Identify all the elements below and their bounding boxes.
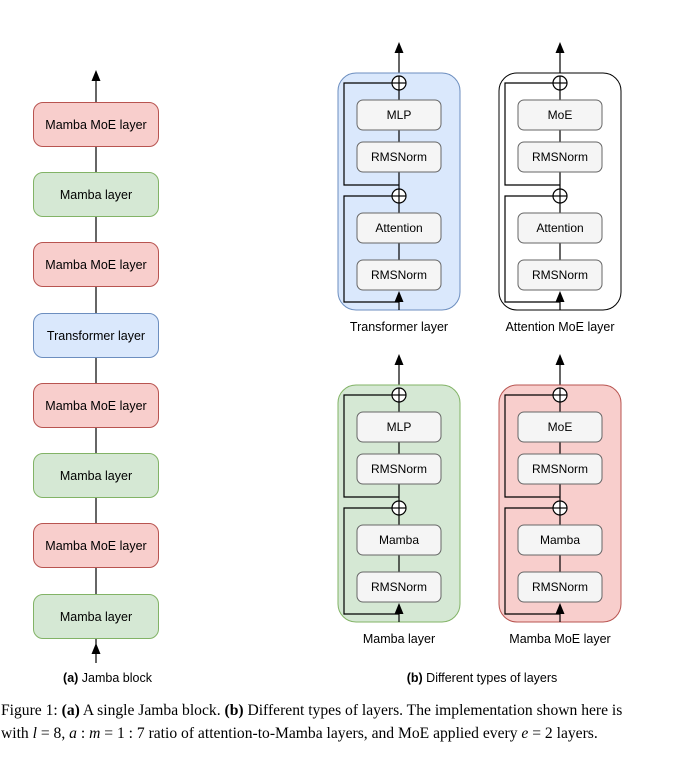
- layer-label: Mamba MoE layer: [45, 257, 147, 272]
- output-arrow-icon: [91, 70, 101, 81]
- ffn-rmsnorm-label: RMSNorm: [371, 462, 427, 476]
- output-arrow-icon: [555, 42, 565, 53]
- upper-skip-connection-line: [343, 394, 399, 498]
- output-arrow-icon: [555, 354, 565, 365]
- ffn-rmsnorm-box: [517, 141, 603, 173]
- mixer-box: [356, 524, 442, 556]
- panel-a-caption-text: Jamba block: [78, 671, 152, 685]
- ffn-box: [517, 99, 603, 131]
- layer-label: Mamba layer: [59, 468, 133, 483]
- layer-type-label: Mamba MoE layer: [509, 632, 611, 646]
- jamba-stack-layer: Mamba layer: [33, 594, 159, 639]
- mixer-rmsnorm-box: [517, 571, 603, 603]
- layer-type-diagram: MLP RMSNorm Attention RMSNorm: [337, 40, 461, 314]
- layer-type-label: Mamba layer: [362, 632, 436, 646]
- figure-caption-line-1: Figure 1: (a) A single Jamba block. (b) …: [1, 702, 623, 719]
- ffn-box: [356, 411, 442, 443]
- ffn-box-label: MoE: [548, 108, 573, 122]
- ffn-rmsnorm-label: RMSNorm: [371, 150, 427, 164]
- mixer-box-label: Mamba: [379, 533, 419, 547]
- layer-label: Mamba MoE layer: [45, 538, 147, 553]
- ffn-box: [517, 411, 603, 443]
- lower-skip-connection-line: [343, 507, 399, 615]
- layer-label: Mamba layer: [59, 609, 133, 624]
- output-arrow-icon: [394, 354, 404, 365]
- mixer-rmsnorm-box: [356, 571, 442, 603]
- layer-label: Transformer layer: [46, 328, 146, 343]
- ffn-box-label: MLP: [387, 108, 412, 122]
- layer-type-diagram: MLP RMSNorm Mamba RMSNorm: [337, 352, 461, 626]
- layer-type-diagram: MoE RMSNorm Attention RMSNorm: [498, 40, 622, 314]
- input-arrow-icon: [555, 603, 565, 614]
- panel-b-caption: (b) Different types of layers: [337, 671, 627, 685]
- lower-skip-connection-line: [504, 195, 560, 303]
- input-arrow-icon: [394, 603, 404, 614]
- figure-caption: Figure 1: (a) A single Jamba block. (b) …: [1, 699, 673, 745]
- mixer-box: [356, 212, 442, 244]
- layer-type-label: Attention MoE layer: [505, 320, 615, 334]
- lower-skip-connection-line: [504, 507, 560, 615]
- layer-label: Mamba layer: [59, 187, 133, 202]
- mixer-box: [517, 524, 603, 556]
- input-arrow-icon: [394, 291, 404, 302]
- mixer-box: [517, 212, 603, 244]
- ffn-rmsnorm-box: [517, 453, 603, 485]
- mixer-box-label: Mamba: [540, 533, 580, 547]
- panel-b-caption-text: Different types of layers: [422, 671, 558, 685]
- jamba-stack-layer: Mamba MoE layer: [33, 242, 159, 287]
- jamba-stack-layer: Mamba MoE layer: [33, 383, 159, 428]
- mixer-box-label: Attention: [375, 221, 422, 235]
- ffn-box-label: MoE: [548, 420, 573, 434]
- layer-type-diagram: MoE RMSNorm Mamba RMSNorm: [498, 352, 622, 626]
- mixer-rmsnorm-label: RMSNorm: [371, 268, 427, 282]
- jamba-stack-layer: Transformer layer: [33, 313, 159, 358]
- layer-type-svg: MLP RMSNorm Attention RMSNorm: [337, 42, 461, 311]
- ffn-box: [356, 99, 442, 131]
- jamba-block-spine: [91, 70, 101, 663]
- lower-skip-connection-line: [343, 195, 399, 303]
- mixer-rmsnorm-label: RMSNorm: [371, 580, 427, 594]
- mixer-rmsnorm-label: RMSNorm: [532, 268, 588, 282]
- mixer-rmsnorm-box: [517, 259, 603, 291]
- jamba-stack-layer: Mamba layer: [33, 453, 159, 498]
- output-arrow-icon: [394, 42, 404, 53]
- panel-a-caption: (a) Jamba block: [20, 671, 195, 685]
- input-arrow-icon: [91, 643, 101, 654]
- layer-label: Mamba MoE layer: [45, 398, 147, 413]
- input-arrow-icon: [555, 291, 565, 302]
- jamba-stack-layer: Mamba MoE layer: [33, 102, 159, 147]
- layer-label: Mamba MoE layer: [45, 117, 147, 132]
- ffn-rmsnorm-box: [356, 141, 442, 173]
- layer-type-label: Transformer layer: [349, 320, 449, 334]
- upper-skip-connection-line: [343, 82, 399, 186]
- ffn-box-label: MLP: [387, 420, 412, 434]
- mixer-box-label: Attention: [536, 221, 583, 235]
- jamba-stack-layer: Mamba MoE layer: [33, 523, 159, 568]
- panel-b-caption-tag: (b): [406, 671, 423, 685]
- ffn-rmsnorm-label: RMSNorm: [532, 150, 588, 164]
- ffn-rmsnorm-label: RMSNorm: [532, 462, 588, 476]
- mixer-rmsnorm-label: RMSNorm: [532, 580, 588, 594]
- layer-type-svg: MoE RMSNorm Attention RMSNorm: [498, 42, 622, 311]
- upper-skip-connection-line: [504, 82, 560, 186]
- jamba-stack-layer: Mamba layer: [33, 172, 159, 217]
- ffn-rmsnorm-box: [356, 453, 442, 485]
- figure-caption-line-2: with l = 8, a : m = 1 : 7 ratio of atten…: [1, 725, 598, 742]
- layer-type-svg: MoE RMSNorm Mamba RMSNorm: [498, 354, 622, 623]
- panel-a-caption-tag: (a): [63, 671, 79, 685]
- upper-skip-connection-line: [504, 394, 560, 498]
- mixer-rmsnorm-box: [356, 259, 442, 291]
- layer-type-svg: MLP RMSNorm Mamba RMSNorm: [337, 354, 461, 623]
